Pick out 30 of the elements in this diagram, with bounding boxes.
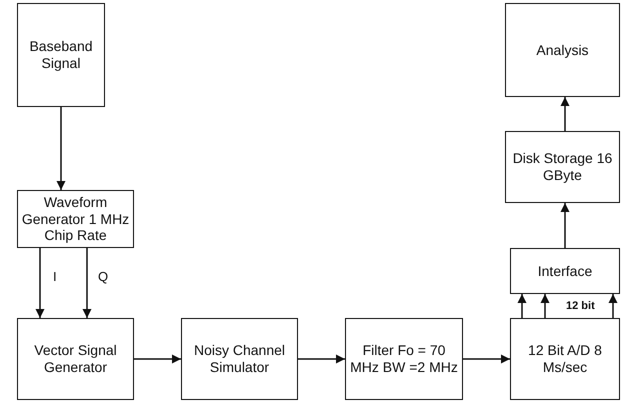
- arrow: [608, 294, 618, 318]
- arrow: [463, 354, 510, 364]
- process-box: [17, 3, 105, 107]
- box-label: Noisy Channel Simulator: [192, 342, 286, 376]
- process-box: [505, 131, 620, 203]
- box-label: Analysis: [536, 42, 589, 58]
- arrow: [56, 107, 66, 190]
- process-box: [17, 318, 134, 400]
- arrow: [518, 294, 526, 318]
- box-label: Disk Storage 16 GByte: [512, 150, 614, 184]
- edge-label: Q: [97, 270, 110, 284]
- box-label: Interface: [538, 262, 592, 280]
- process-box: [510, 318, 620, 400]
- arrow: [560, 97, 570, 131]
- arrow: [82, 248, 92, 318]
- box-label: 12 Bit A/D 8 Ms/sec: [527, 342, 603, 376]
- arrow: [540, 294, 550, 318]
- edge-label: 12 bit: [565, 300, 596, 312]
- arrow: [298, 354, 345, 364]
- arrow: [134, 354, 181, 364]
- box-label: Filter Fo = 70 MHz BW =2 MHz: [349, 342, 459, 376]
- process-box: [181, 318, 298, 400]
- arrow: [560, 203, 570, 248]
- box-label: Baseband Signal: [28, 38, 94, 72]
- process-box: [345, 318, 463, 400]
- process-box: [510, 248, 620, 294]
- box-label: Vector Signal Generator: [33, 342, 118, 376]
- process-box: [505, 3, 620, 97]
- box-label: Waveform Generator 1 MHz Chip Rate: [21, 194, 130, 244]
- arrow: [36, 248, 44, 318]
